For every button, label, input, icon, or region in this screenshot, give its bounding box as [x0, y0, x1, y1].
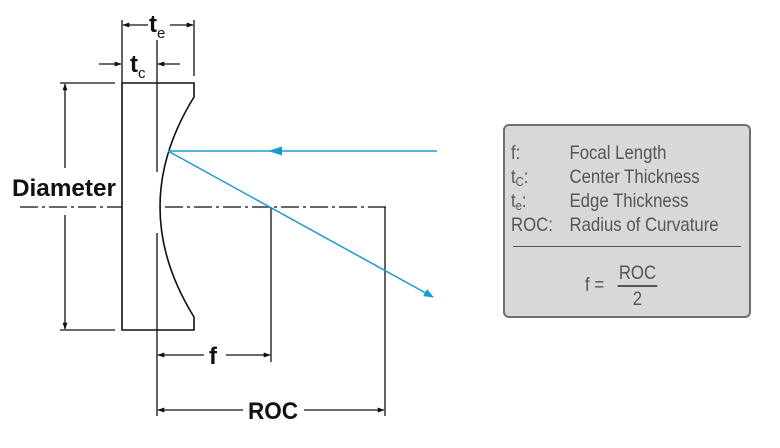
legend-row-center-thickness: tC: Center Thickness	[511, 166, 700, 193]
formula-denominator: 2	[632, 287, 643, 310]
legend-key: te:	[511, 190, 527, 213]
legend-key: f:	[511, 142, 521, 164]
legend-desc: Edge Thickness	[569, 190, 689, 212]
diameter-label: Diameter	[12, 175, 116, 202]
te-label: te	[149, 11, 165, 42]
lens-body	[121, 82, 195, 331]
f-label: f	[209, 343, 218, 370]
formula-lhs: f =	[585, 274, 605, 296]
legend-row-focal-length: f: Focal Length	[511, 142, 666, 164]
legend-row-roc: ROC: Radius of Curvature	[511, 214, 719, 236]
legend-row-edge-thickness: te: Edge Thickness	[511, 190, 688, 217]
roc-label: ROC	[248, 398, 298, 425]
legend-key: ROC:	[511, 214, 553, 236]
legend-key: tC:	[511, 166, 529, 189]
fraction-bar	[617, 285, 658, 287]
refracted-ray	[167, 150, 434, 298]
formula-fraction: ROC 2	[617, 262, 658, 310]
legend-desc: Focal Length	[569, 142, 667, 164]
legend-box: f: Focal Length tC: Center Thickness te: Ed…	[503, 124, 751, 318]
incident-ray-arrow	[268, 146, 282, 156]
legend-divider	[513, 246, 741, 247]
formula-numerator: ROC	[618, 262, 657, 284]
legend-desc: Radius of Curvature	[569, 214, 719, 236]
legend-desc: Center Thickness	[569, 166, 700, 188]
tc-label: tc	[130, 51, 146, 82]
